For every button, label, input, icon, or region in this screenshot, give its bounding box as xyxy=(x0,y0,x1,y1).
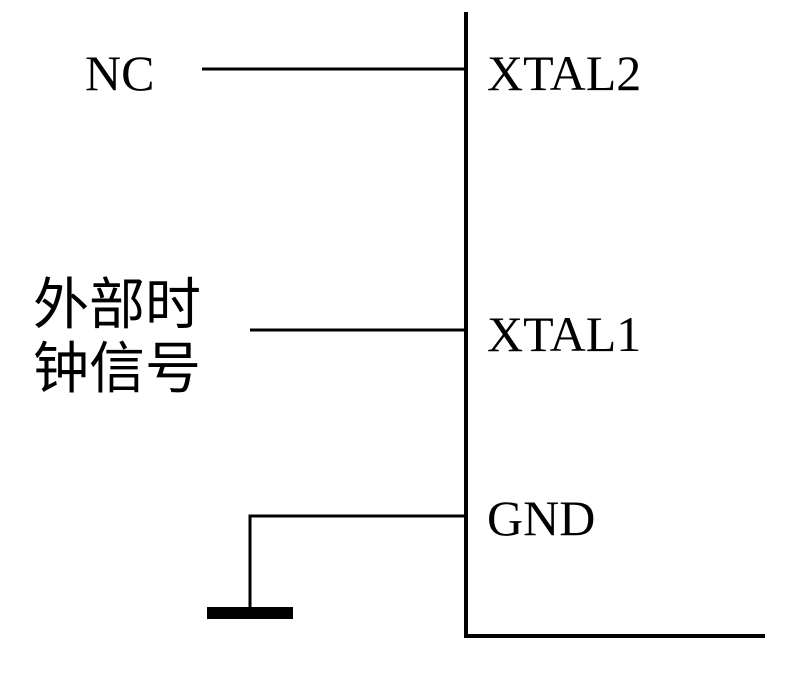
gnd-pin-label: GND xyxy=(487,490,595,546)
external-clock-label-line2: 钟信号 xyxy=(33,337,201,402)
xtal1-pin-label: XTAL1 xyxy=(487,306,641,362)
nc-label: NC xyxy=(85,45,154,101)
gnd-wire xyxy=(248,514,466,612)
external-clock-label-line1: 外部时 xyxy=(33,273,201,338)
xtal2-pin-label: XTAL2 xyxy=(487,45,641,101)
ground-symbol-icon xyxy=(207,607,293,619)
